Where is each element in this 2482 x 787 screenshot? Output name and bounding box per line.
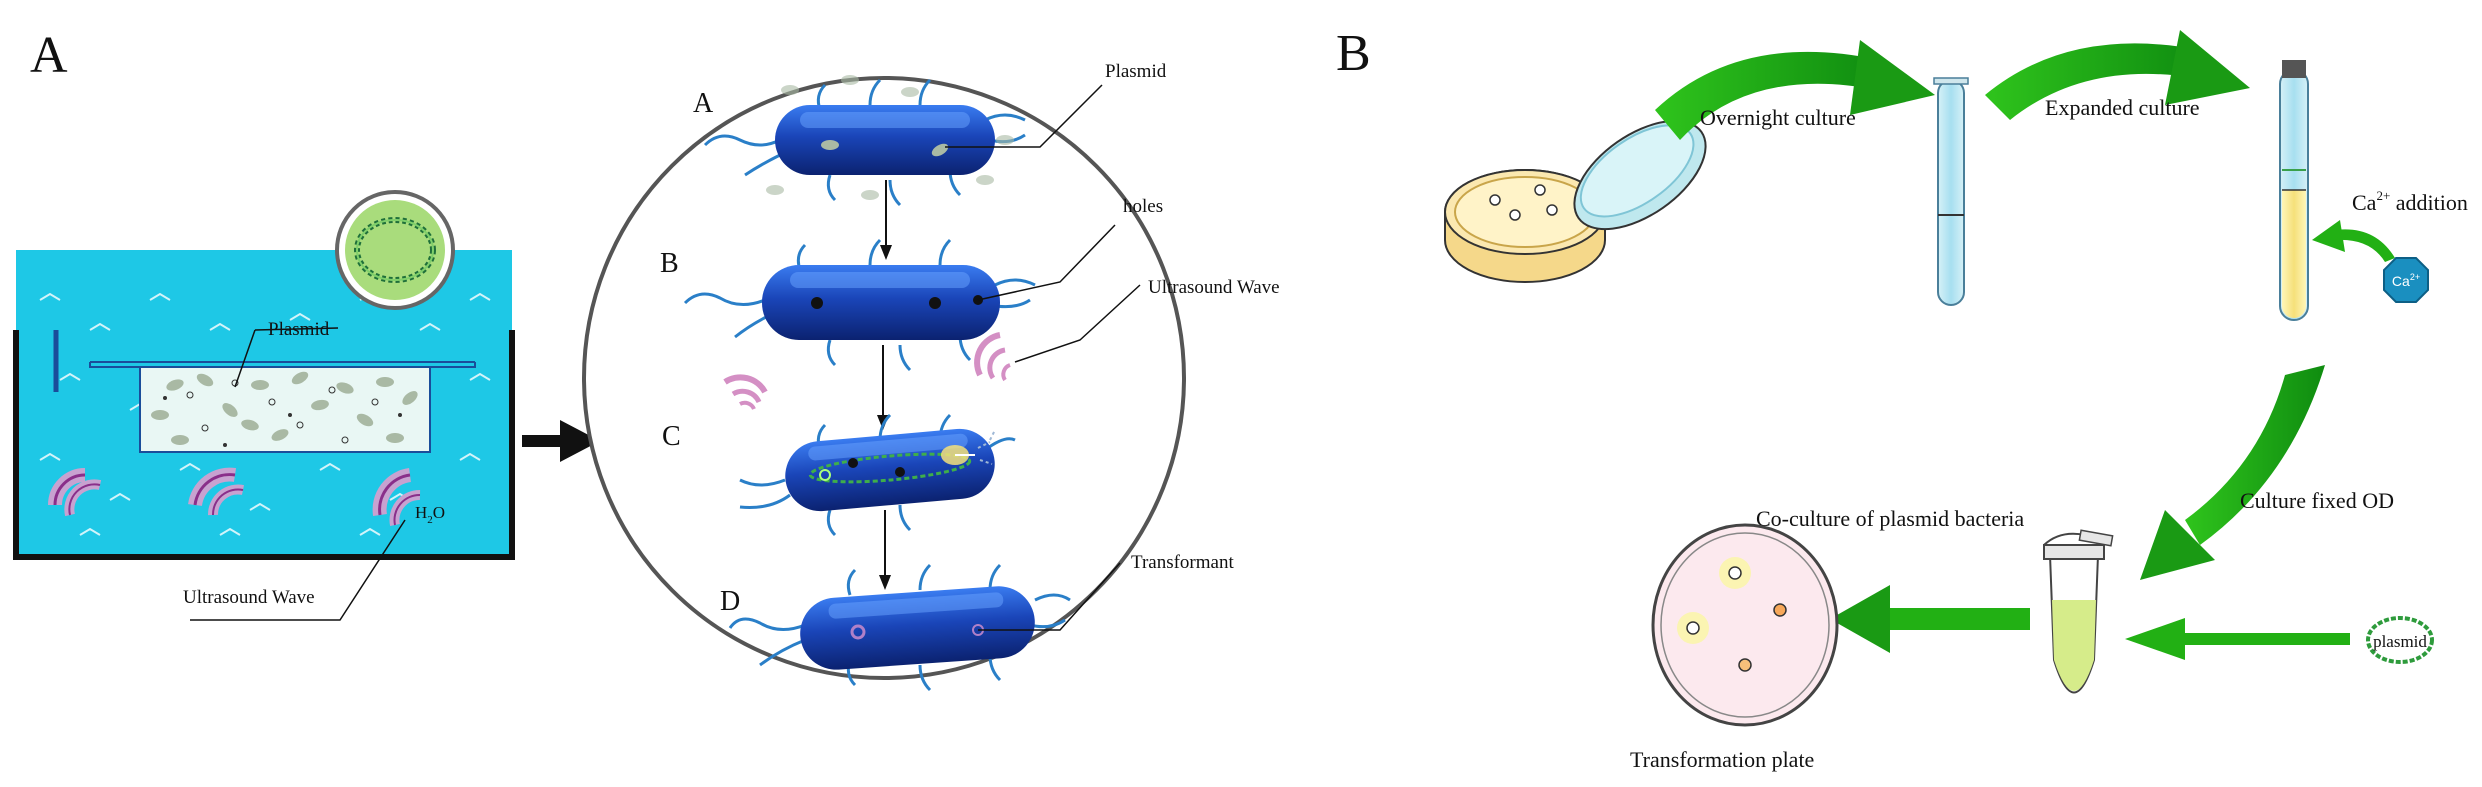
bacterium-d	[728, 563, 1071, 692]
plate-colony-3	[1773, 603, 1787, 617]
colony-4	[1546, 204, 1558, 216]
step-b-label: B	[660, 248, 679, 279]
plate-colony-4	[1738, 658, 1752, 672]
panel-b-label: B	[1336, 25, 1371, 82]
eppendorf-tube	[2043, 529, 2114, 694]
holes-label: holes	[1123, 196, 1163, 217]
colony-1	[1489, 194, 1501, 206]
bath-ultrasound-label: Ultrasound Wave	[183, 587, 315, 608]
zoom-circle: A B C D	[582, 61, 1280, 692]
plasmid-inset	[335, 190, 455, 310]
bath-plasmid-label: Plasmid	[268, 319, 330, 340]
ca-badge: Ca2+	[2383, 257, 2429, 303]
overnight-label: Overnight culture	[1700, 105, 1856, 130]
cell-particles	[151, 371, 418, 447]
transformant-label: Transformant	[1131, 552, 1234, 573]
zoom-ultrasound-leader-line	[1014, 284, 1141, 363]
holes-leader-line	[977, 224, 1116, 301]
ultrasound-emitters	[48, 467, 421, 526]
zoom-ultrasound-label: Ultrasound Wave	[1148, 277, 1280, 298]
colony-2	[1534, 184, 1546, 196]
ultrasound-bath: Plasmid H2O Ultrasound Wave	[13, 190, 515, 621]
coculture-label: Co-culture of plasmid bacteria	[1756, 506, 2024, 531]
bacterium-a	[703, 75, 1026, 207]
zoom-ultrasound-waves	[723, 332, 1011, 410]
arrow-to-plate	[1830, 585, 2030, 653]
tube-expanded	[2279, 60, 2309, 321]
arrow-overnight	[1655, 40, 1935, 141]
plate-label: Transformation plate	[1630, 747, 1814, 772]
arrow-fixed-od	[2140, 365, 2325, 580]
transformant-leader-line	[978, 562, 1121, 631]
step-a-label: A	[693, 88, 714, 119]
svg-text:plasmid: plasmid	[2373, 632, 2427, 651]
expanded-label: Expanded culture	[2045, 95, 2200, 120]
ca-addition-label: Ca2+ addition	[2352, 188, 2468, 215]
water-label: H2O	[415, 503, 445, 526]
bacterium-b	[683, 238, 1036, 372]
tank-walls	[13, 330, 515, 560]
arrow-plasmid-add	[2125, 618, 2350, 660]
fixed-od-label: Culture fixed OD	[2240, 488, 2394, 513]
petri-dish	[1444, 119, 1707, 283]
panel-a-label: A	[30, 27, 68, 84]
ca-arrow	[2312, 220, 2395, 262]
zoom-plasmid-label: Plasmid	[1105, 61, 1167, 82]
plasmid-badge: plasmid	[2366, 616, 2434, 664]
transformation-plate	[1651, 523, 1839, 727]
zoom-plasmid-leader-line	[945, 84, 1103, 148]
step-c-label: C	[662, 421, 681, 452]
svg-text:Ca2+: Ca2+	[2392, 272, 2420, 289]
bath-to-zoom-arrow	[522, 420, 600, 462]
ultrasound-leader-line	[190, 519, 406, 621]
tube-overnight	[1933, 77, 1969, 306]
arrow-expanded	[1985, 30, 2250, 121]
step-d-label: D	[720, 586, 740, 617]
bacterium-c	[739, 413, 1016, 537]
plasmid-leader-line	[234, 329, 256, 388]
colony-3	[1509, 209, 1521, 221]
